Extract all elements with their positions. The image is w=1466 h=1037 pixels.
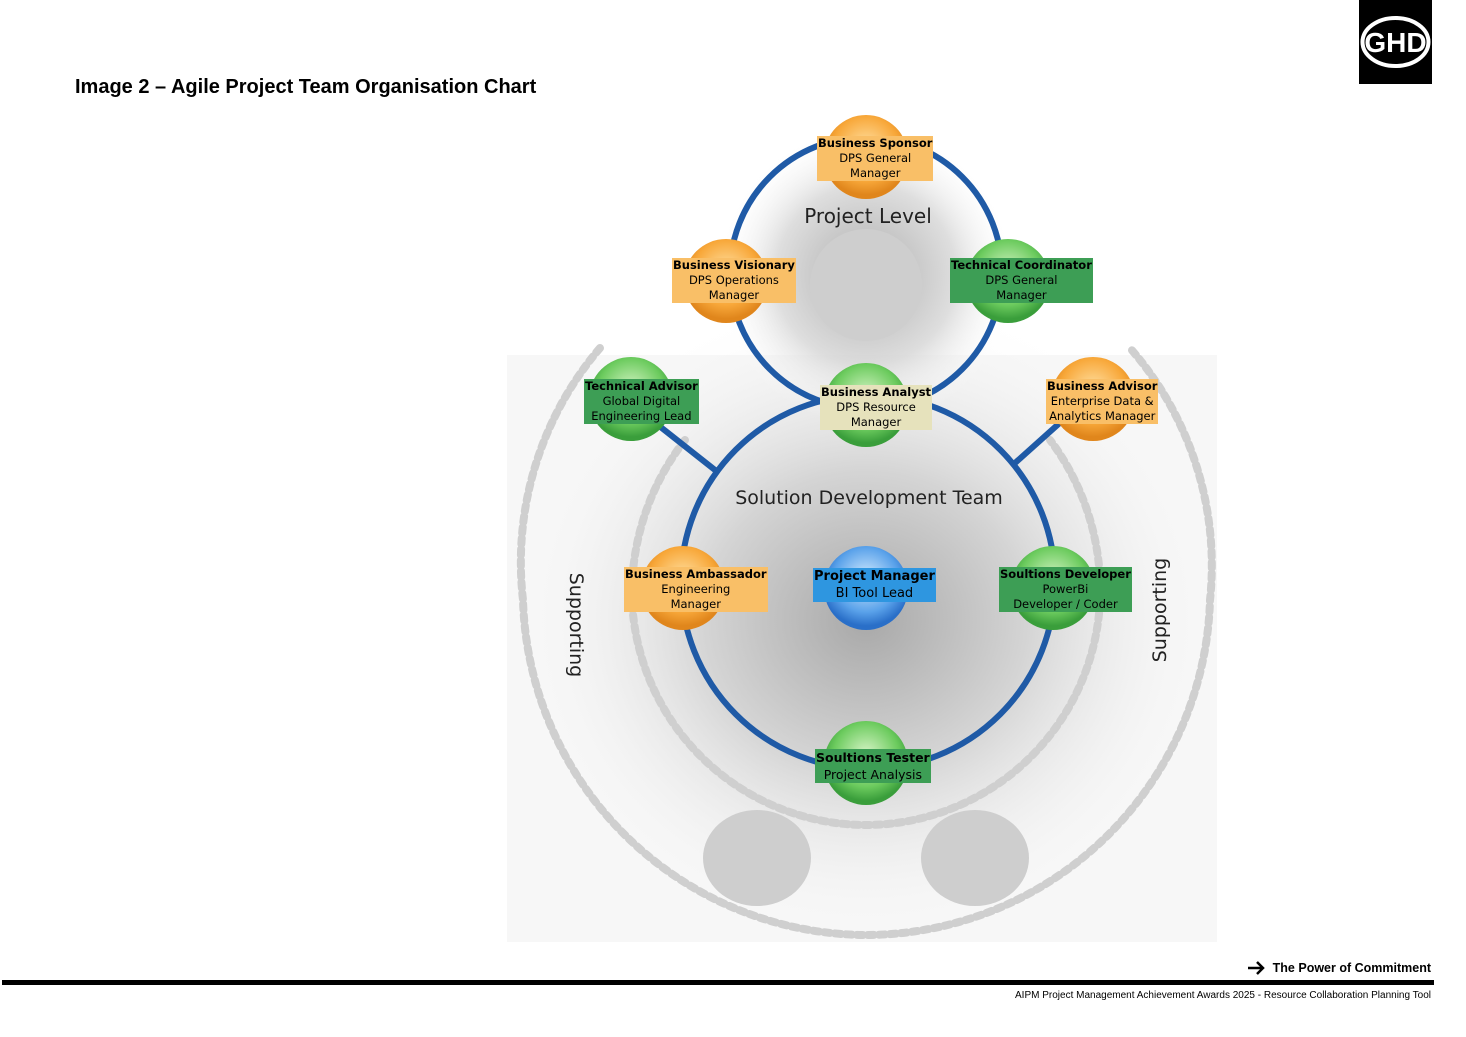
business-sponsor-label: Business Sponsor DPS General Manager [817,136,934,181]
footer-note: AIPM Project Management Achievement Awar… [1015,990,1431,1001]
solutions-developer-label: Soultions Developer PowerBi Developer / … [999,567,1132,612]
project-level-label: Project Level [804,204,932,228]
page-title: Image 2 – Agile Project Team Organisatio… [75,76,537,98]
supporting-left-label: Supporting [565,573,587,678]
placeholder-circle [703,810,811,906]
project-manager-label: Project Manager BI Tool Lead [813,568,936,602]
arrow-right-icon [1248,961,1265,975]
supporting-right-label: Supporting [1149,558,1171,663]
org-chart-diagram: Project Level Solution Development Team … [506,115,1226,950]
team-label: Solution Development Team [735,487,1003,509]
solutions-tester-label: Soultions Tester Project Analysis [815,749,931,783]
technical-coordinator-label: Technical Coordinator DPS General Manage… [950,258,1093,303]
tagline: The Power of Commitment [1272,961,1431,975]
business-advisor-label: Business Advisor Enterprise Data & Analy… [1046,379,1159,424]
placeholder-circle [810,229,922,341]
footer-divider [2,980,1434,985]
business-visionary-label: Business Visionary DPS Operations Manage… [672,258,796,303]
business-analyst-label: Business Analyst DPS Resource Manager [820,385,933,430]
technical-advisor-label: Technical Advisor Global Digital Enginee… [584,379,699,424]
business-ambassador-label: Business Ambassador Engineering Manager [624,567,768,612]
logo-text: GHD [1364,27,1426,58]
placeholder-circle [921,810,1029,906]
ghd-logo-icon: GHD [1359,0,1432,84]
